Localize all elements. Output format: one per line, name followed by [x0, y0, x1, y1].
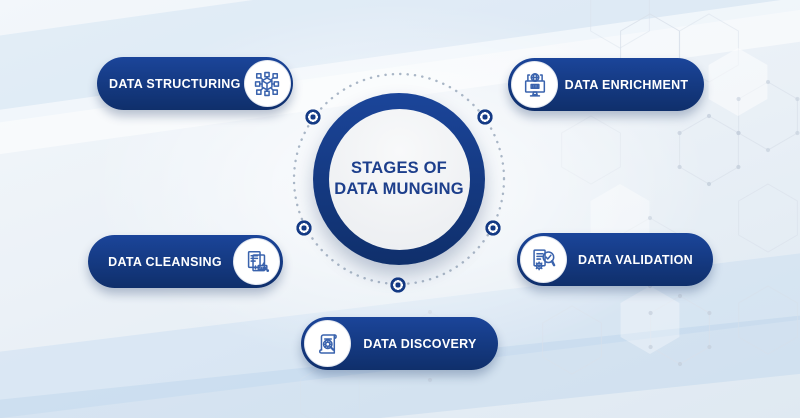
document-brush-icon	[233, 238, 280, 285]
scroll-magnifier-icon	[304, 320, 351, 367]
stage-label: DATA ENRICHMENT	[564, 77, 689, 92]
connector-node-bottom	[390, 277, 406, 293]
stage-pill-data-cleansing: DATA CLEANSING	[88, 235, 283, 288]
stage-label: DATA CLEANSING	[108, 254, 222, 269]
stage-pill-data-validation: DATA VALIDATION	[517, 233, 713, 286]
center-title-line2: DATA MUNGING	[334, 180, 464, 198]
monitor-globe-icon	[511, 61, 558, 108]
connector-node-top-left	[305, 109, 321, 125]
dotted-orbit-ring	[292, 72, 506, 286]
stage-pill-data-enrichment: DATA ENRICHMENT	[508, 58, 704, 111]
connector-node-top-right	[477, 109, 493, 125]
center-inner-circle: STAGES OF DATA MUNGING	[328, 108, 470, 250]
network-structure-icon	[243, 60, 291, 107]
connector-node-middle-right	[485, 220, 501, 236]
stage-pill-data-discovery: DATA DISCOVERY	[301, 317, 498, 370]
center-title-line1: STAGES OF	[351, 159, 447, 177]
stage-label: DATA STRUCTURING	[109, 76, 241, 91]
center-circle: STAGES OF DATA MUNGING	[313, 93, 485, 265]
stage-pill-data-structuring: DATA STRUCTURING	[97, 57, 293, 110]
connector-node-middle-left	[296, 220, 312, 236]
stage-label: DATA DISCOVERY	[363, 336, 477, 351]
magnifier-check-icon	[520, 236, 567, 283]
stage-label: DATA VALIDATION	[578, 252, 693, 267]
